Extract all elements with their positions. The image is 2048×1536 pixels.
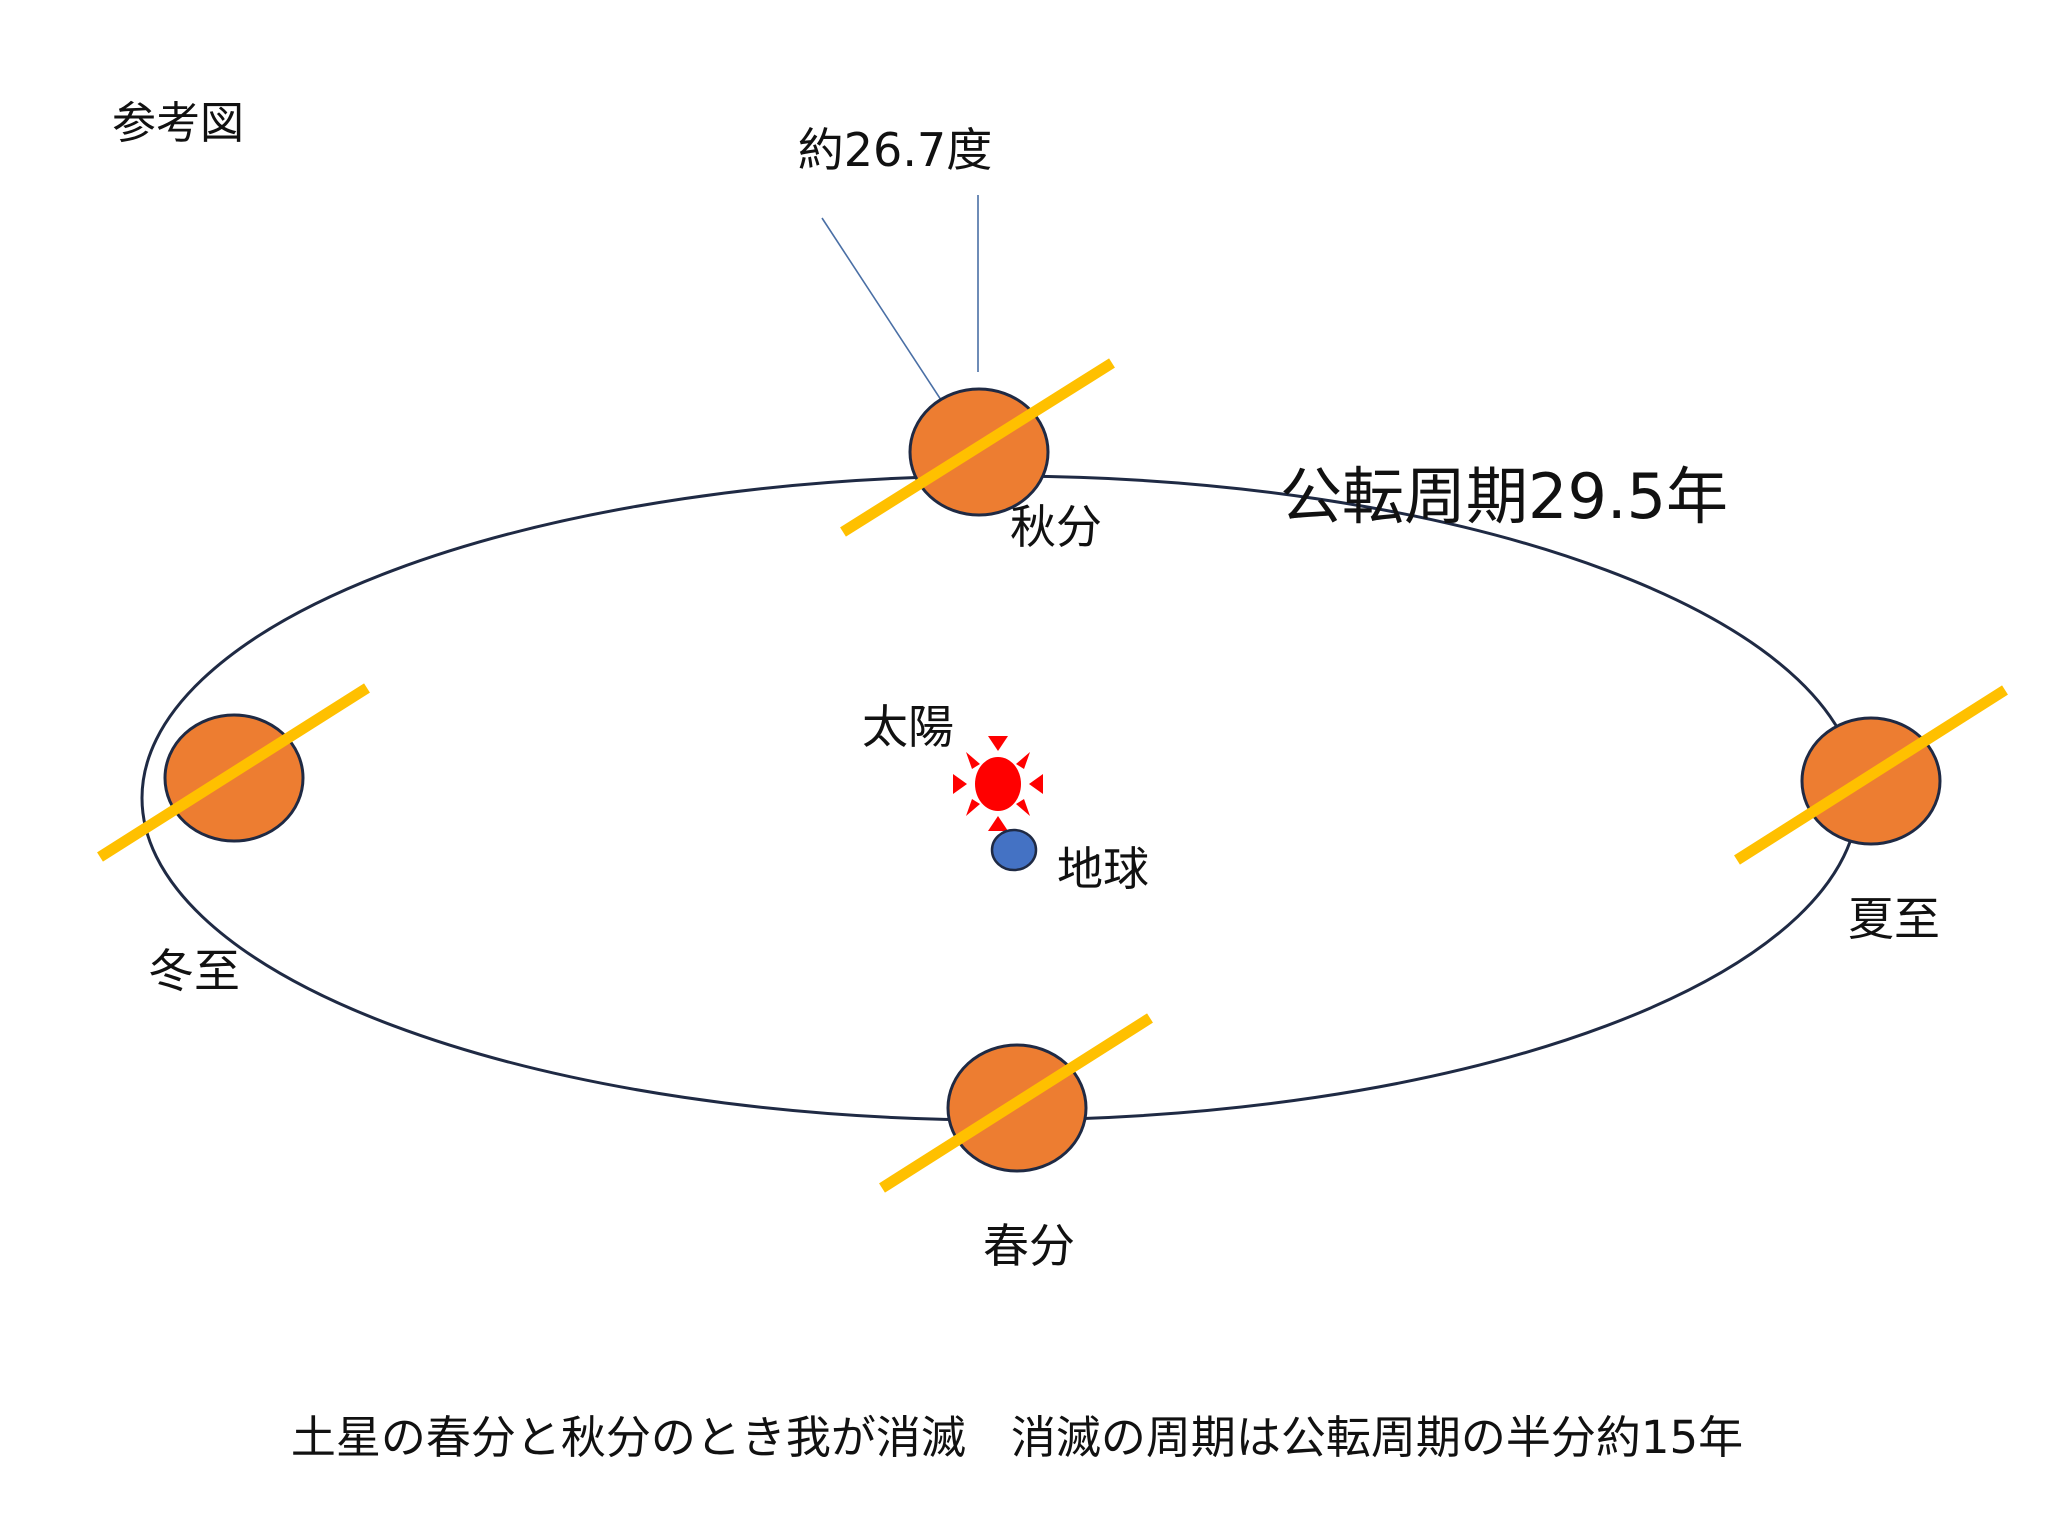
ring-axis bbox=[879, 1013, 1153, 1193]
sun-label: 太陽 bbox=[862, 700, 954, 754]
saturn-summer-solstice bbox=[1734, 685, 2008, 865]
summer-solstice-label: 夏至 bbox=[1848, 892, 1940, 946]
tilt-angle-label: 約26.7度 bbox=[798, 123, 992, 177]
caption: 土星の春分と秋分のとき我が消滅 消滅の周期は公転周期の半分約15年 bbox=[291, 1411, 1743, 1464]
sun-ray bbox=[953, 774, 967, 794]
earth-label: 地球 bbox=[1057, 842, 1149, 896]
sun-ray bbox=[1016, 799, 1030, 816]
saturn-winter-solstice bbox=[97, 683, 370, 862]
sun-ray bbox=[988, 816, 1008, 831]
earth-icon bbox=[990, 828, 1038, 872]
sun-ray bbox=[1029, 774, 1043, 794]
autumn-equinox-label: 秋分 bbox=[1010, 500, 1102, 554]
ring-axis bbox=[97, 683, 370, 862]
ring-axis bbox=[1734, 685, 2008, 865]
sun-ray bbox=[988, 736, 1008, 751]
orbital-period-label: 公転周期29.5年 bbox=[1280, 460, 1728, 533]
ring-axis bbox=[840, 358, 1115, 537]
sun-ray bbox=[966, 752, 980, 769]
sun-ray bbox=[1016, 752, 1030, 769]
saturn-autumn-equinox bbox=[840, 358, 1115, 537]
sun-icon bbox=[953, 736, 1043, 831]
sun-ray bbox=[966, 799, 980, 816]
sun-body bbox=[975, 757, 1021, 811]
winter-solstice-label: 冬至 bbox=[148, 944, 240, 998]
figure-title: 参考図 bbox=[112, 98, 244, 149]
tilt-reference-line bbox=[821, 217, 963, 433]
spring-equinox-label: 春分 bbox=[983, 1219, 1075, 1273]
saturn-spring-equinox bbox=[879, 1013, 1153, 1193]
